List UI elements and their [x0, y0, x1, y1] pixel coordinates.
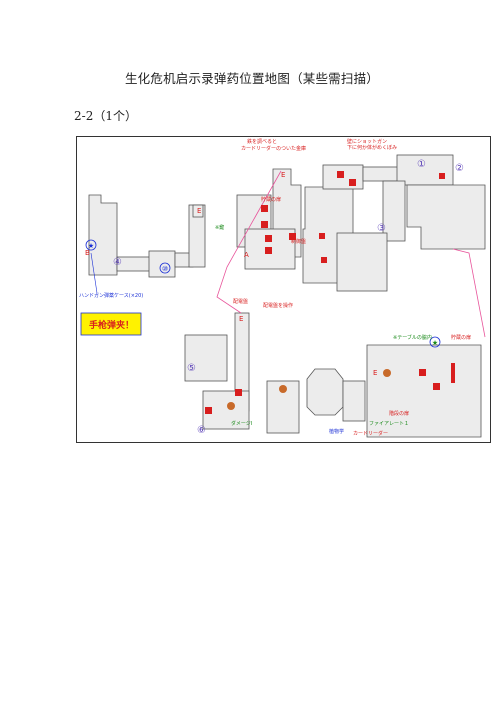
svg-text:★: ★: [432, 339, 438, 347]
callout-handgun-case: ハンドガン弾薬ケース(×20): [79, 292, 143, 299]
room-letter-3: A: [244, 251, 249, 259]
room-lower-octa: [306, 368, 344, 416]
label-power-panel: 配電盤: [233, 298, 248, 305]
label-valve-room-right: 貯蔵の扉: [451, 334, 471, 341]
room-letter-2: E: [281, 171, 285, 179]
label-valve-room-top: 貯蔵の扉: [261, 196, 281, 203]
circled-number-1: ①: [417, 159, 426, 170]
circled-number-4: ④: [113, 257, 122, 268]
callout-card-reader-safe: カードリーダーのついた金庫: [241, 145, 306, 152]
circled-number-2: ②: [455, 163, 464, 174]
room-top-right: [396, 154, 454, 186]
svg-text:⑩: ⑩: [162, 265, 168, 273]
label-firearm: ファイアレート１: [369, 421, 409, 427]
room-lower-left: [184, 334, 228, 382]
box-top-left: [192, 204, 204, 218]
callout-underneath: 下に何か体がめくぼみ: [347, 144, 397, 151]
label-item-left: ※鍵: [215, 224, 224, 231]
label-control-panel: 制御盤: [291, 238, 306, 245]
ammo-location-map: ★ ★ ⑩ ① ② ③ ④ ⑤ ⑥ E E A E E B ハンドガン弾薬ケース…: [76, 136, 491, 443]
room-lower-mid2: [342, 380, 366, 422]
room-left: [88, 194, 118, 276]
callout-gear-check: 鉄を調べると: [247, 138, 277, 145]
room-letter-4: E: [239, 315, 243, 323]
callout-wall-shotgun: 壁にショットガン: [347, 138, 387, 145]
room-letter-1: E: [197, 207, 201, 215]
section-heading: 2-2（1个）: [74, 109, 137, 123]
label-card-reader: カードリーダー: [353, 430, 388, 437]
label-damage: ダメージⅠ: [231, 420, 252, 427]
label-plant: 植物学: [329, 428, 344, 435]
route-line-right: [452, 248, 486, 338]
svg-text:★: ★: [88, 242, 94, 250]
highlight-text: 手枪弹夹！: [89, 319, 134, 331]
room-letter-6: B: [85, 249, 90, 257]
room-right: [406, 184, 486, 250]
circled-number-3: ③: [377, 223, 386, 234]
circled-number-5: ⑤: [187, 363, 196, 374]
room-letter-5: E: [373, 369, 377, 377]
label-valve-bottom: 階段の扉: [389, 410, 409, 417]
room-mid-right: [336, 232, 388, 292]
route-line: [216, 170, 282, 314]
highlight-box: [80, 312, 142, 336]
circled-number-6: ⑥: [197, 425, 206, 436]
label-power-op: 配電盤を操作: [263, 302, 293, 309]
label-table-top: ※テーブルの脇内: [393, 334, 432, 341]
corridor-right: [382, 180, 406, 242]
document-title: 生化危机启示录弹药位置地图（某些需扫描）: [124, 71, 379, 86]
